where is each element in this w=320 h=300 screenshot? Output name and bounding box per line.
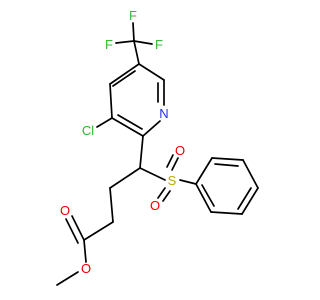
atom-oxygen-sulfonyl-bottom: O bbox=[150, 198, 160, 213]
bond-ph-6-1 bbox=[195, 183, 212, 213]
atom-oxygen-carbonyl: O bbox=[60, 203, 70, 218]
bond-carbonyl-o-double-2 bbox=[65, 218, 79, 244]
bond-cf3-f-left bbox=[115, 40, 135, 44]
atom-labels: F F F N Cl O S O O O bbox=[60, 8, 185, 276]
bond-ph-2-3 bbox=[211, 157, 244, 161]
bond-ring-c2-n bbox=[142, 120, 161, 137]
atom-nitrogen: N bbox=[159, 106, 168, 121]
bond-ph-5-6 bbox=[210, 211, 243, 215]
bonds bbox=[56, 22, 259, 286]
atom-fluorine-right: F bbox=[155, 37, 163, 52]
bond-cf3-ring bbox=[133, 40, 140, 65]
atom-oxygen-ester: O bbox=[81, 261, 91, 276]
bond-ch-s bbox=[139, 167, 166, 181]
bond-s-o-bottom-2 bbox=[162, 190, 171, 202]
bond-s-o-top-1 bbox=[171, 157, 179, 171]
bond-ph-6-1-inner bbox=[201, 184, 215, 207]
bond-ph-2-3-inner bbox=[214, 163, 239, 167]
bond-cf3-f-top bbox=[132, 22, 135, 42]
atom-chlorine: Cl bbox=[82, 123, 94, 138]
atom-fluorine-top: F bbox=[129, 8, 137, 23]
bond-ring-c5-c4-inner bbox=[112, 70, 136, 87]
molecule-structure-diagram: F F F N Cl O S O O O bbox=[56, 8, 259, 286]
bond-cf3-f-right bbox=[133, 40, 153, 45]
bond-s-phenyl bbox=[179, 179, 197, 185]
bond-ph-3-4 bbox=[242, 159, 259, 189]
bond-ph-4-5 bbox=[241, 187, 259, 215]
bond-ph-1-2 bbox=[195, 157, 213, 185]
atom-sulfur: S bbox=[168, 173, 177, 188]
bond-s-o-top-2 bbox=[166, 154, 174, 168]
bond-ch2-carbonyl bbox=[83, 221, 114, 241]
bond-ring-c5-c4 bbox=[109, 63, 140, 85]
atom-oxygen-sulfonyl-top: O bbox=[175, 143, 185, 158]
bond-ph-4-5-inner bbox=[237, 187, 252, 210]
bond-ch-ch2 bbox=[109, 167, 141, 189]
bond-ring-c3-c2-inner bbox=[117, 114, 143, 130]
bond-carbonyl-o-double-1 bbox=[71, 215, 85, 241]
bond-c3-cl bbox=[96, 117, 113, 128]
bond-carbonyl-o-single bbox=[83, 239, 87, 263]
bond-ring-c3-c2 bbox=[111, 117, 144, 137]
bond-ring-c4-c3 bbox=[109, 83, 113, 119]
bond-c2-ch bbox=[139, 135, 144, 169]
bond-ch2-ch2 bbox=[109, 187, 114, 223]
bond-o-methyl bbox=[56, 271, 79, 286]
bond-ring-c6-c5 bbox=[138, 63, 165, 81]
atom-fluorine-left: F bbox=[105, 37, 113, 52]
bond-s-o-bottom-1 bbox=[157, 187, 166, 199]
